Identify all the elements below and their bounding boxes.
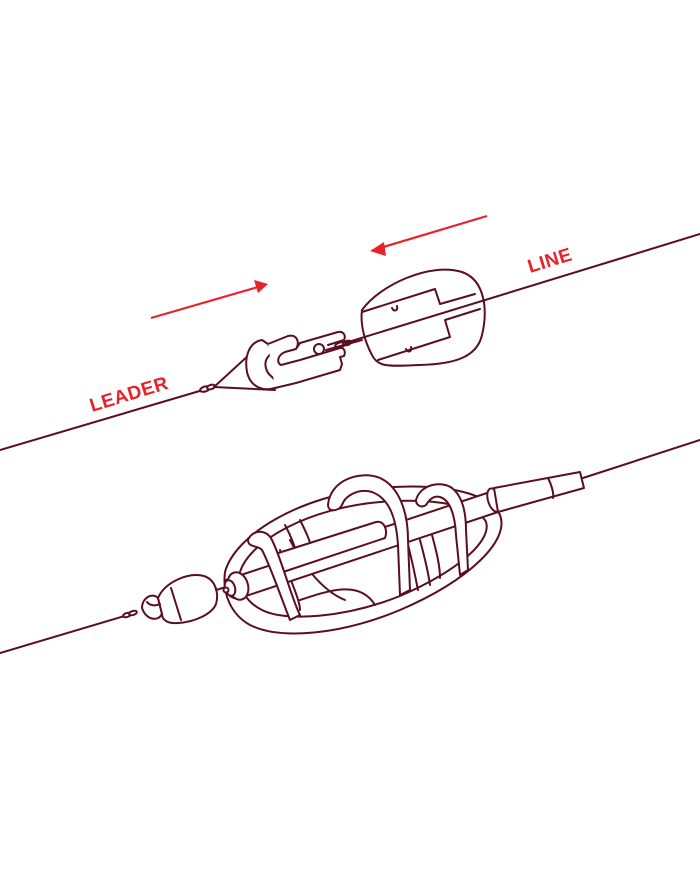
arrow-right-icon: [150, 280, 268, 320]
method-feeder-icon: [222, 474, 503, 635]
feeder-insert-icon: [360, 268, 486, 367]
leader-line: [0, 389, 204, 451]
bead-stop-icon: [141, 574, 219, 625]
connector-line: [325, 339, 363, 351]
arrow-left-icon: [370, 214, 488, 256]
leader-swivel-icon: [199, 383, 216, 393]
main-line-top: [344, 233, 700, 344]
bottom-swivel-icon: [122, 609, 138, 619]
main-line-bottom: [582, 439, 700, 479]
leader-label: LEADER: [87, 373, 171, 417]
lower-line: [0, 614, 129, 654]
top-rig: LEADER LINE: [0, 214, 700, 451]
bottom-rig: [0, 439, 700, 654]
line-label: LINE: [525, 244, 574, 277]
quick-clip-icon: [245, 330, 346, 391]
tail-rubber-icon: [486, 471, 585, 513]
